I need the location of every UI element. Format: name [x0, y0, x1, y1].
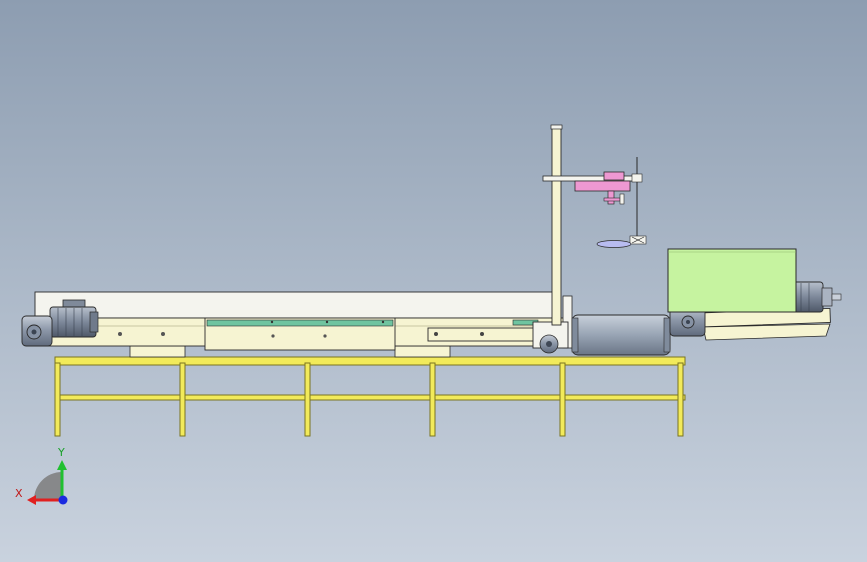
- roller-drum: [571, 314, 671, 356]
- drum-end-flange: [663, 317, 671, 353]
- drive-motor: [49, 306, 97, 338]
- frame-leg: [677, 362, 684, 437]
- push-arm: [427, 327, 551, 342]
- bolt-hole: [325, 320, 329, 324]
- horizontal-beam: [542, 175, 642, 182]
- drum-end-flange: [571, 317, 579, 353]
- right-motor-coupling: [821, 287, 833, 307]
- triad-y-label: Y: [57, 446, 65, 459]
- vertical-column-assembly: [542, 124, 647, 326]
- support-frame: [54, 345, 686, 437]
- bolt-hole: [161, 332, 165, 336]
- triad-plane-quadrant: [34, 472, 62, 500]
- gripper-jaw: [603, 197, 621, 202]
- conveyor-back-plate: [34, 291, 556, 319]
- motor-end-cap: [89, 311, 99, 333]
- sample-disc: [596, 240, 632, 248]
- bolt-hole: [118, 332, 122, 336]
- right-drive-unit: [669, 281, 842, 341]
- hopper-box: [667, 248, 797, 313]
- hopper: [667, 248, 797, 313]
- push-arm-assembly: [427, 321, 569, 354]
- frame-mid-rail: [54, 394, 686, 401]
- frame-leg: [559, 362, 566, 437]
- vertical-column: [551, 126, 562, 326]
- bolt-hole: [270, 320, 274, 324]
- ramp-support: [702, 323, 831, 341]
- triad-x-label: X: [15, 487, 23, 500]
- arm-pivot: [480, 332, 484, 336]
- sensor-bracket: [631, 173, 643, 183]
- frame-foot-pad: [394, 345, 451, 358]
- frame-top-rail: [54, 356, 686, 366]
- right-motor-shaft: [831, 293, 842, 301]
- frame-leg: [304, 362, 311, 437]
- gripper-rod: [607, 190, 615, 205]
- conveyor-slot: [206, 319, 394, 327]
- gripper-stop: [619, 193, 625, 205]
- bolt-hole: [323, 334, 327, 338]
- triad-z-axis: [58, 495, 68, 505]
- bolt-hole: [381, 320, 385, 324]
- frame-leg: [429, 362, 436, 437]
- bolt-hole: [271, 334, 275, 338]
- frame-leg: [54, 362, 61, 437]
- left-drive-unit: [21, 299, 99, 347]
- frame-leg: [179, 362, 186, 437]
- gripper-block: [603, 171, 625, 181]
- coordinate-triad-icon: X Y: [15, 446, 68, 505]
- roller-drum-assembly: [571, 314, 671, 356]
- arm-pivot: [434, 332, 438, 336]
- gripper-carriage: [574, 180, 631, 192]
- right-motor: [792, 281, 824, 313]
- column-cap: [550, 124, 563, 130]
- frame-foot-pad: [129, 345, 186, 358]
